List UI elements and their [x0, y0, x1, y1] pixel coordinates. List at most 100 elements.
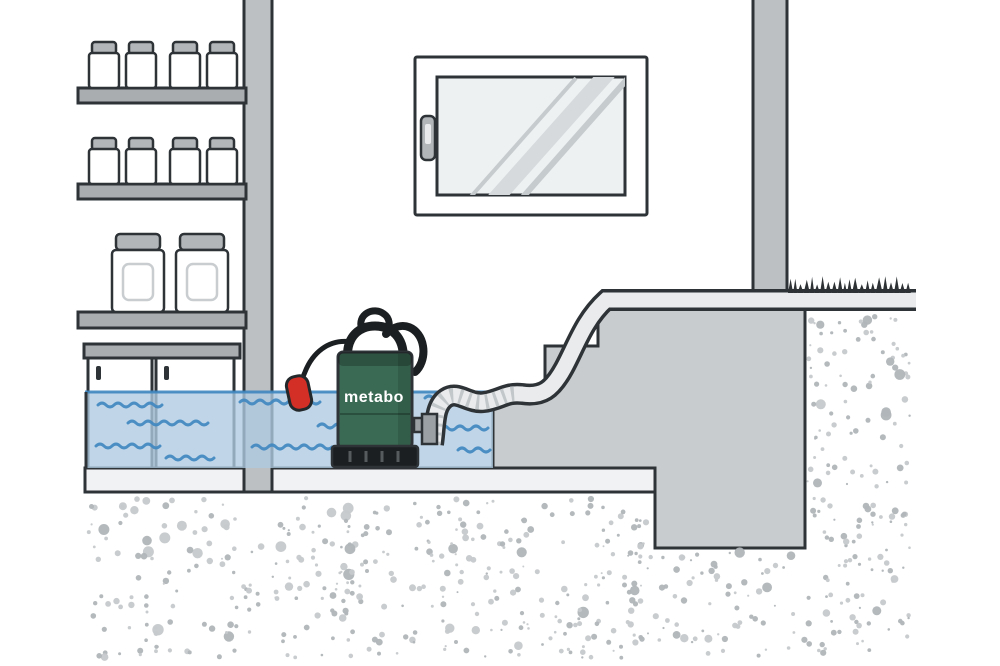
speckle-dot: [879, 434, 886, 441]
speckle-dot: [187, 568, 191, 573]
speckle-dot: [634, 551, 638, 556]
speckle-dot: [471, 537, 475, 542]
speckle-dot: [144, 594, 149, 599]
speckle-dot: [201, 621, 207, 627]
speckle-dot: [509, 589, 517, 596]
speckle-dot: [728, 551, 731, 555]
speckle-dot: [617, 513, 624, 520]
speckle-dot: [806, 480, 809, 483]
speckle-dot: [760, 620, 766, 626]
speckle-dot: [356, 593, 363, 601]
speckle-dot: [665, 618, 670, 623]
speckle-dot: [824, 535, 830, 540]
speckle-dot: [221, 557, 223, 560]
speckle-dot: [689, 559, 693, 562]
speckle-dot: [674, 622, 679, 627]
wave-line: [250, 443, 334, 451]
speckle-dot: [832, 351, 837, 356]
speckle-dot: [822, 609, 831, 617]
speckle-dot: [444, 645, 447, 648]
speckle-dot: [632, 633, 636, 637]
speckle-dot: [285, 559, 290, 564]
speckle-dot: [363, 531, 369, 537]
speckle-dot: [176, 520, 187, 531]
speckle-dot: [445, 623, 455, 633]
speckle-dot: [853, 428, 859, 434]
speckle-dot: [629, 597, 636, 604]
cabinet-handle: [164, 366, 169, 380]
speckle-dot: [871, 523, 874, 526]
speckle-dot: [118, 604, 123, 610]
speckle-dot: [889, 317, 892, 320]
window: [413, 55, 649, 217]
speckle-dot: [284, 582, 294, 591]
speckle-dot: [857, 562, 862, 566]
speckle-dot: [627, 554, 630, 557]
speckle-dot: [465, 555, 473, 562]
speckle-dot: [340, 562, 348, 571]
speckle-dot: [349, 569, 355, 575]
glass-streak: [520, 77, 625, 195]
speckle-dot: [360, 562, 364, 567]
jar-glass: [87, 51, 121, 90]
speckle-dot: [672, 594, 678, 599]
speckle-dot: [817, 509, 821, 513]
speckle-dot: [114, 550, 121, 557]
speckle-dot: [142, 497, 151, 505]
speckle-dot: [594, 621, 600, 627]
speckle-dot: [463, 647, 470, 654]
speckle-dot: [460, 521, 467, 528]
speckle-dot: [652, 613, 659, 620]
speckle-dot: [303, 580, 310, 588]
speckle-dot: [130, 506, 139, 515]
grass: [788, 276, 911, 293]
speckle-dot: [680, 597, 688, 604]
speckle-dot: [92, 545, 96, 549]
speckle-dot: [247, 607, 252, 612]
speckle-dot: [661, 555, 665, 560]
speckle-dot: [358, 584, 362, 588]
speckle-dot: [281, 639, 285, 644]
speckle-dot: [825, 578, 830, 583]
speckle-dot: [896, 464, 904, 472]
speckle-dot: [436, 504, 441, 510]
speckle-dot: [329, 541, 335, 547]
speckle-dot: [232, 546, 237, 551]
speckle-dot: [902, 566, 905, 569]
canister-lid: [178, 232, 226, 252]
speckle-dot: [827, 503, 833, 509]
speckle-dot: [862, 315, 873, 325]
speckle-dot: [704, 634, 713, 643]
hose-body: [425, 292, 916, 446]
speckle-dot: [891, 580, 895, 583]
speckle-dot: [326, 507, 337, 518]
jar: [205, 136, 239, 186]
speckle-dot: [801, 636, 808, 643]
speckle-dot: [347, 525, 351, 528]
speckle-dot: [791, 612, 796, 616]
speckle-dot: [906, 613, 911, 618]
speckle-dot: [855, 337, 861, 342]
canister: [174, 232, 230, 314]
speckle-dot: [286, 532, 291, 536]
speckle-dot: [625, 620, 630, 625]
speckle-dot: [344, 588, 351, 595]
speckle-dot: [100, 653, 109, 661]
speckle-dot: [642, 519, 650, 526]
speckle-dot: [869, 464, 873, 468]
wave-line: [164, 454, 216, 462]
speckle-dot: [499, 541, 506, 547]
speckle-dot: [856, 524, 861, 529]
speckle-dot: [871, 521, 874, 524]
speckle-dot: [281, 632, 287, 638]
speckle-dot: [885, 548, 888, 552]
speckle-dot: [854, 619, 859, 625]
speckle-dot: [439, 585, 446, 592]
speckle-dot: [839, 374, 842, 378]
speckle-dot: [549, 512, 555, 518]
speckle-dot: [602, 545, 605, 548]
speckle-dot: [145, 610, 149, 614]
speckle-dot: [860, 593, 865, 598]
speckle-dot: [585, 635, 592, 642]
speckle-dot: [905, 374, 911, 380]
